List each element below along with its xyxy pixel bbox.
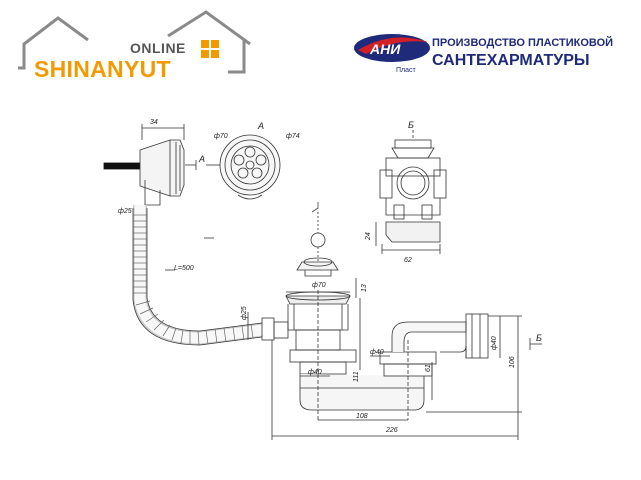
dim-24: 24 <box>365 232 372 241</box>
arrow-b-label: Б <box>536 333 542 343</box>
logo-line2: САНТЕХАРМАТУРЫ <box>432 52 590 69</box>
house-roof-icon <box>18 10 251 74</box>
ani-plast-logo: АНИ Пласт ПРОИЗВОДСТВО ПЛАСТИКОВОЙ САНТЕ… <box>352 28 632 78</box>
dim-70-top: ф70 <box>214 133 228 140</box>
dim-111: 111 <box>353 371 360 382</box>
logo-shinanyut-text: SHINANYUT <box>34 56 171 82</box>
dimension-lines <box>165 237 542 440</box>
overflow-head <box>103 139 185 206</box>
logo-online-text: ONLINE <box>130 40 186 56</box>
dim-13: 13 <box>361 284 368 292</box>
ani-plast-emblem-icon: АНИ Пласт <box>354 34 430 74</box>
view-b-label: Б <box>408 120 414 130</box>
dim-40-b: ф40 <box>308 369 322 376</box>
dim-62: 62 <box>404 257 412 264</box>
main-drain-body <box>261 290 489 420</box>
dim-108: 108 <box>356 413 368 420</box>
dim-34: 34 <box>150 119 158 126</box>
dim-40-c: ф40 <box>491 336 498 350</box>
dim-226: 226 <box>385 427 398 434</box>
emblem-plast-label: Пласт <box>396 67 417 74</box>
arrow-a-label: А <box>198 154 205 164</box>
dim-74: ф74 <box>286 133 300 140</box>
view-a-label: А <box>257 121 264 131</box>
svg-text:АНИ: АНИ <box>369 41 401 57</box>
dimension-labels: 34 ф70 А ф74 А ф25 L=500 Б 24 62 ф70 13 … <box>118 119 542 434</box>
dim-25-left: ф25 <box>118 208 132 215</box>
dim-25-mid: ф25 <box>241 306 248 320</box>
corrugated-hose <box>132 205 263 346</box>
hose-length: L=500 <box>174 265 194 272</box>
shinanyut-logo: ONLINE SHINANYUT <box>18 10 258 82</box>
dim-70-mid: ф70 <box>312 282 326 289</box>
logo-line1: ПРОИЗВОДСТВО ПЛАСТИКОВОЙ <box>432 37 614 49</box>
dim-40-a: ф40 <box>370 349 384 356</box>
front-view-a <box>206 134 281 200</box>
dim-61: 61 <box>425 364 432 372</box>
plug-and-chain <box>296 202 339 277</box>
dim-106: 106 <box>509 356 516 368</box>
side-view-b <box>375 130 447 254</box>
hose-ribs <box>133 214 254 346</box>
